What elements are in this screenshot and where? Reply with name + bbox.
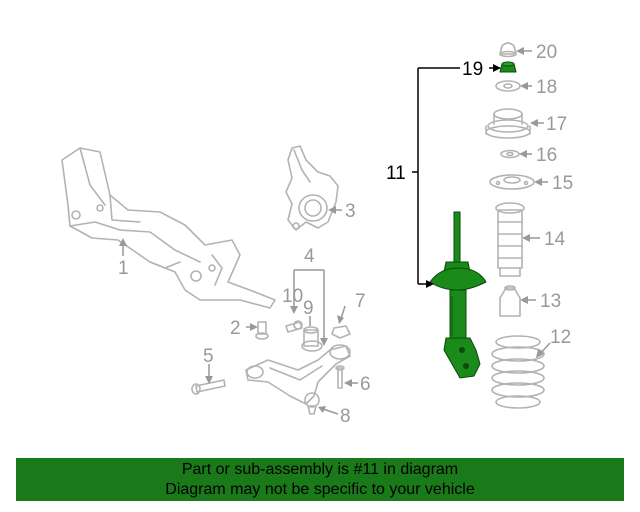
callout-15: 15 [552,173,573,194]
callout-18: 18 [536,77,557,98]
callout-1: 1 [118,258,129,279]
crossmember-part[interactable] [61,147,276,309]
callout-11: 11 [386,163,406,184]
callout-20: 20 [536,42,557,63]
bolt-part-2[interactable] [255,321,269,340]
callout-2: 2 [230,318,241,339]
spring-seat-part-15[interactable] [489,174,535,190]
callout-13: 13 [540,291,561,312]
callout-19: 19 [462,59,483,80]
bushing-part-9[interactable] [303,326,319,347]
washer-part-18[interactable] [495,80,521,92]
callout-3: 3 [345,201,356,222]
steering-knuckle-part[interactable] [285,145,339,231]
lower-control-arm-part[interactable] [245,340,351,405]
footer-line-1: Part or sub-assembly is #11 in diagram [181,461,459,478]
arrowheads [119,47,544,413]
callout-17: 17 [546,114,567,135]
leader-lines [122,50,551,415]
cap-part-20[interactable] [499,42,517,58]
callout-9: 9 [303,298,314,319]
callout-4: 4 [304,246,315,267]
arrowheads-dark [426,64,501,288]
nut-part-19[interactable] [499,61,517,73]
strut-mount-part-17[interactable] [485,108,531,139]
callout-7: 7 [355,291,366,312]
callout-6: 6 [360,374,371,395]
bearing-part-16[interactable] [500,149,520,159]
callout-10: 10 [282,286,303,307]
coil-spring-part-12[interactable] [491,335,545,409]
callout-12: 12 [550,327,571,348]
callout-5: 5 [203,346,214,367]
bolt-part-6[interactable] [335,365,345,389]
callout-8: 8 [340,406,351,427]
footer-line-2: Diagram may not be specific to your vehi… [165,481,475,498]
callout-16: 16 [536,145,557,166]
strut-assembly-part-11[interactable] [429,211,487,379]
info-footer-banner: Part or sub-assembly is #11 in diagram D… [16,458,624,501]
dust-boot-part-14[interactable] [495,202,525,277]
bolt-part-10[interactable] [285,320,303,333]
ball-joint-part-8[interactable] [304,392,320,415]
bolt-part-5[interactable] [191,379,226,395]
callout-14: 14 [544,229,566,250]
bump-stop-part-13[interactable] [499,285,521,317]
nut-part-7[interactable] [331,325,351,339]
